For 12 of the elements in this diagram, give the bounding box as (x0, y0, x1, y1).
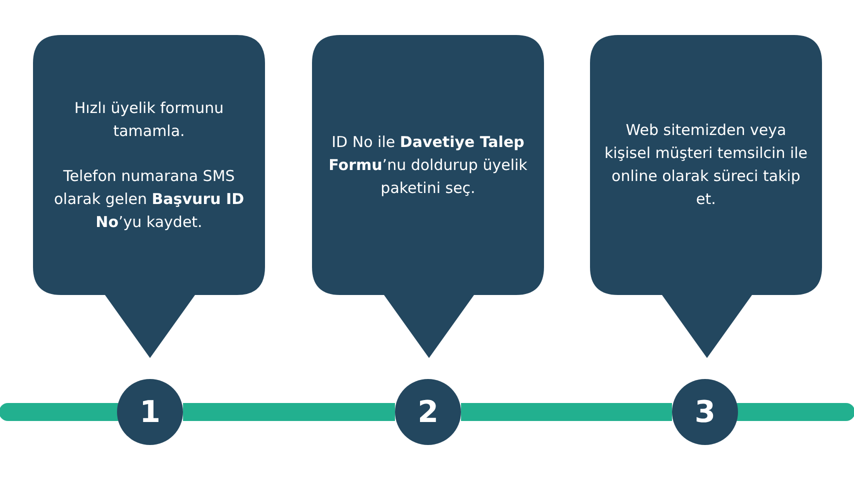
step-number: 1 (117, 379, 183, 445)
step-number: 2 (395, 379, 461, 445)
step-number: 3 (672, 379, 738, 445)
step-text: ID No ile Davetiye Talep Formu’nu doldurup üyelik paketini seç. (328, 132, 528, 198)
step-text: Telefon numarana SMS olarak gelen Başvuru ID No’yu kaydet. (52, 166, 246, 232)
callout-box (33, 35, 265, 360)
step-text: Web sitemizden veya kişisel müşteri temsilcin ile online olarak süreci takip et. (604, 120, 808, 210)
callout-box (590, 35, 822, 360)
step-text: Hızlı üyelik formunu tamamla. (73, 98, 225, 142)
timeline-bar (461, 403, 672, 421)
timeline-bar (183, 403, 395, 421)
callout-box (312, 35, 544, 360)
